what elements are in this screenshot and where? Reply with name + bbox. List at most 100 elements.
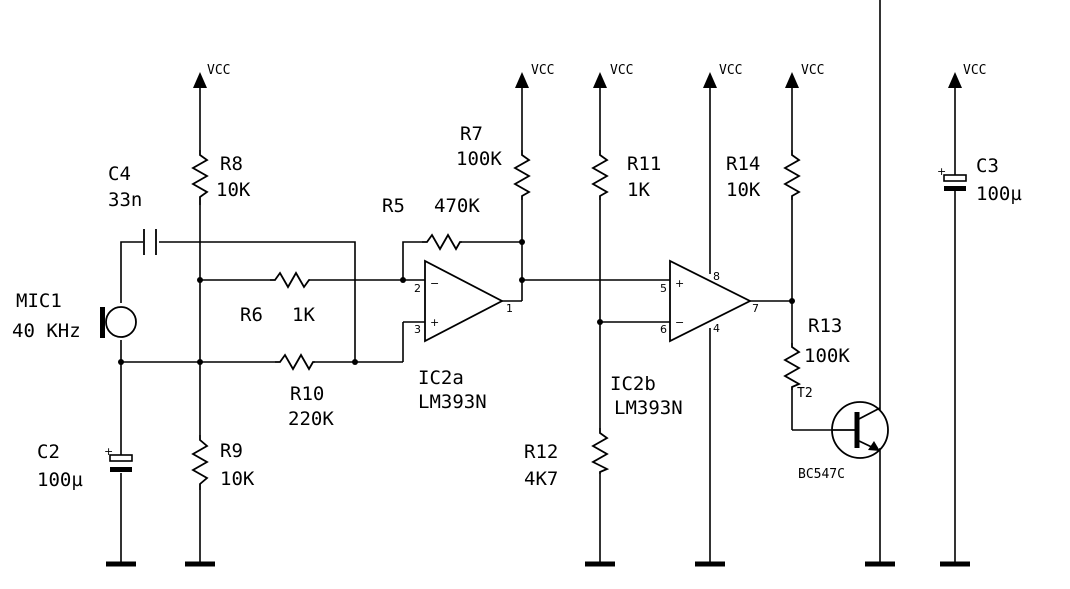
r10-ref: R10 (290, 383, 324, 405)
resistor-r10 (275, 353, 315, 371)
pin-polarity: − (430, 277, 439, 290)
vcc-arrow-icon (948, 72, 962, 88)
resistor-icon (275, 353, 315, 371)
junction-dot (519, 277, 525, 283)
r7-ref: R7 (460, 123, 483, 145)
vcc-arrow-icon (515, 72, 529, 88)
vcc-arrow-icon (703, 72, 717, 88)
pin-polarity: + (430, 316, 439, 329)
resistor-r6 (270, 271, 310, 289)
vcc-label: VCC (719, 63, 742, 78)
r10-value: 220K (288, 408, 334, 430)
resistor-icon (191, 150, 209, 205)
polarity-plus-icon: + (104, 445, 113, 458)
vcc-label: VCC (531, 63, 554, 78)
transistor-collector-lead (856, 407, 881, 421)
emitter-arrow-icon (868, 441, 880, 451)
capacitor-c3: + (937, 165, 967, 191)
microphone-diaphragm (100, 307, 105, 338)
pin-polarity: − (675, 316, 684, 329)
resistor-r7 (513, 150, 531, 200)
capacitor-c2: + (104, 445, 133, 472)
resistor-icon (191, 435, 209, 490)
comparator-triangle-icon (669, 259, 753, 343)
c4-value: 33n (108, 189, 142, 211)
resistor-r8 (191, 150, 209, 205)
vcc-label: VCC (610, 63, 633, 78)
resistor-icon (270, 271, 310, 289)
c4-ref: C4 (108, 163, 131, 185)
junction-dot (519, 239, 525, 245)
microphone-mic1 (100, 306, 137, 338)
vcc-arrow-icon (593, 72, 607, 88)
comparator-ic2a: 2 3 1 − + (414, 259, 513, 343)
c3-value: 100µ (976, 183, 1022, 205)
junctions (118, 239, 795, 365)
microphone-icon (105, 306, 137, 338)
transistor-icon (831, 401, 889, 459)
comparator-triangle-icon (424, 259, 504, 343)
resistor-icon (422, 233, 462, 251)
capacitor-plate-positive (109, 454, 133, 462)
capacitor-plate-negative (110, 467, 132, 472)
junction-dot (197, 277, 203, 283)
pin-number: 1 (506, 302, 513, 315)
r7-value: 100K (456, 148, 502, 170)
comparator-ic2b: 5 6 7 8 4 + − (660, 259, 759, 343)
r9-value: 10K (220, 468, 255, 490)
junction-dot (197, 359, 203, 365)
r8-value: 10K (216, 179, 251, 201)
resistor-r12 (591, 428, 610, 474)
transistor-t2 (831, 401, 889, 459)
pin-number: 8 (713, 270, 720, 283)
r12-value: 4K7 (524, 468, 558, 490)
r13-ref: R13 (808, 315, 842, 337)
ic2a-ref: IC2a (418, 367, 464, 389)
r6-value: 1K (292, 304, 315, 326)
r14-value: 10K (726, 179, 761, 201)
vcc-arrow-icon (785, 72, 799, 88)
r13-value: 100K (804, 345, 850, 367)
junction-dot (597, 319, 603, 325)
c3-ref: C3 (976, 155, 999, 177)
r5-value: 470K (434, 195, 480, 217)
r14-ref: R14 (726, 153, 760, 175)
r8-ref: R8 (220, 153, 243, 175)
ic2a-value: LM393N (418, 391, 487, 413)
junction-dot (352, 359, 358, 365)
r11-ref: R11 (627, 153, 661, 175)
capacitor-c4 (143, 229, 157, 255)
resistor-icon (783, 343, 802, 390)
wire-mic-to-c4 (120, 241, 143, 303)
pin-number: 7 (752, 302, 759, 315)
c2-ref: C2 (37, 441, 60, 463)
vcc-label: VCC (801, 63, 824, 78)
capacitor-plate-negative (944, 186, 966, 191)
vcc-label: VCC (963, 63, 986, 78)
r12-ref: R12 (524, 441, 558, 463)
resistor-r11 (591, 150, 609, 200)
r6-ref: R6 (240, 304, 263, 326)
ic2b-value: LM393N (614, 397, 683, 419)
pin-polarity: + (675, 277, 684, 290)
pin-number: 4 (713, 322, 720, 335)
c2-value: 100µ (37, 469, 83, 491)
vcc-symbols: VCC VCC VCC VCC VCC VCC (193, 63, 986, 88)
junction-dot (118, 359, 124, 365)
wire-c4-right (159, 241, 356, 362)
junction-dot (789, 298, 795, 304)
mic1-ref: MIC1 (16, 290, 62, 312)
r9-ref: R9 (220, 440, 243, 462)
resistor-icon (783, 150, 801, 200)
ic2b-ref: IC2b (610, 373, 656, 395)
resistor-icon (591, 428, 610, 474)
vcc-arrow-icon (193, 72, 207, 88)
r11-value: 1K (627, 179, 650, 201)
resistor-r9 (191, 435, 209, 490)
resistor-r14 (783, 150, 801, 200)
junction-dot (400, 277, 406, 283)
t2-ref: T2 (797, 386, 813, 401)
wire-r5-left (402, 241, 422, 280)
resistor-icon (591, 150, 609, 200)
